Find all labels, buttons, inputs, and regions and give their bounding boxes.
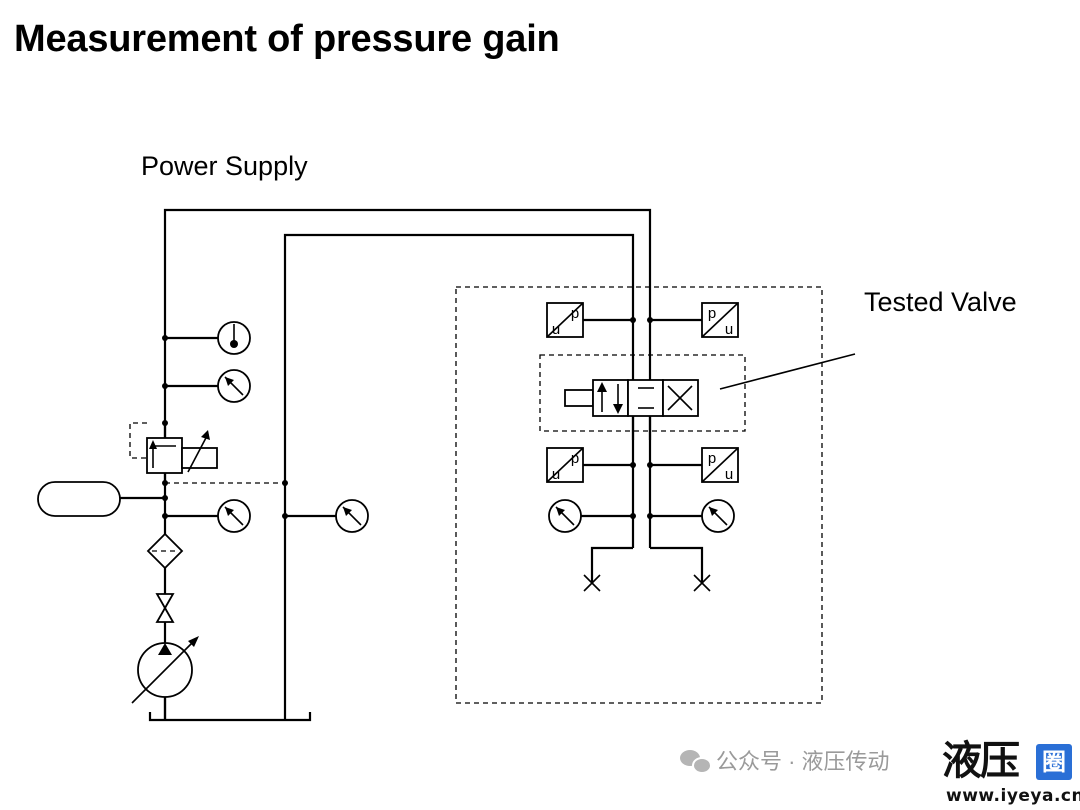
tank-icon (148, 712, 312, 722)
tested-valve-label: Tested Valve (864, 287, 1017, 317)
pressure-transducer-icon: p u (546, 447, 584, 483)
pressure-gauge-icon (217, 499, 251, 533)
brand-url: www.iyeya.cn (946, 786, 1080, 806)
test-rig-boundary (455, 286, 823, 704)
pressure-gauge-icon (701, 499, 735, 533)
transducer-lines (567, 318, 702, 518)
transducer-p-label: p (708, 305, 716, 322)
power-supply-label: Power Supply (141, 151, 308, 181)
plug-icon (650, 546, 711, 592)
plug-icon (583, 546, 633, 592)
accumulator-icon (37, 481, 121, 517)
relief-valve-icon (129, 422, 218, 483)
transducer-u-label: u (552, 321, 560, 338)
transducer-u-label: u (725, 321, 733, 338)
transducer-p-label: p (708, 450, 716, 467)
transducer-u-label: u (552, 466, 560, 483)
transducer-p-label: p (571, 305, 579, 322)
page-title: Measurement of pressure gain (14, 18, 560, 60)
pressure-gauge-icon (548, 499, 582, 533)
watermark-text: 公众号 · 液压传动 (716, 749, 890, 774)
filter-icon (146, 532, 184, 570)
brand-logo: 液压 圈 www.iyeya.cn (942, 738, 1080, 808)
brand-name: 液压 (942, 738, 1020, 784)
watermark: 公众号 · 液压传动 (680, 744, 890, 776)
wechat-icon (680, 748, 712, 774)
pressure-transducer-icon: p u (701, 447, 739, 483)
pressure-gauge-icon (335, 499, 369, 533)
servo-valve-icon (564, 379, 699, 440)
tested-valve-boundary (539, 354, 746, 432)
variable-pump-icon (131, 636, 199, 720)
pressure-gauge-icon (217, 369, 251, 403)
thermometer-icon (217, 321, 251, 355)
brand-badge: 圈 (1036, 744, 1072, 780)
transducer-p-label: p (571, 450, 579, 467)
tested-valve-leader (719, 353, 856, 390)
pressure-transducer-icon: p u (546, 302, 584, 338)
pressure-transducer-icon: p u (701, 302, 739, 338)
valve-icon (155, 593, 175, 623)
transducer-u-label: u (725, 466, 733, 483)
